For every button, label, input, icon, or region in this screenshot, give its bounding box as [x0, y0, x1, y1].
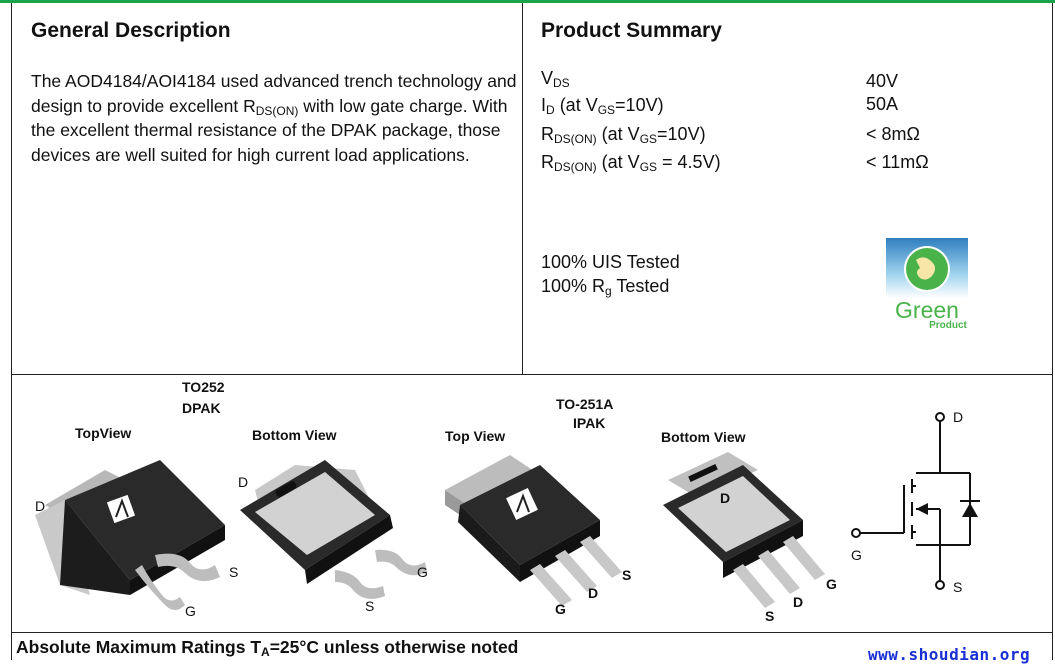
ipak-top-view-illustration — [445, 455, 622, 606]
dpak-bottomview-label: Bottom View — [252, 427, 337, 443]
dpak-top-pin-g: G — [185, 603, 196, 619]
ipak-top-pin-s: S — [622, 567, 632, 583]
ipak-topview-label: Top View — [445, 428, 506, 444]
dpak-label: DPAK — [182, 400, 221, 416]
svg-text:Green: Green — [895, 297, 959, 323]
dpak-bottom-view-illustration — [240, 460, 427, 599]
absolute-max-ratings-heading: Absolute Maximum Ratings TA=25°C unless … — [16, 637, 519, 659]
top-accent-line — [0, 0, 1055, 3]
to251a-label: TO-251A — [556, 396, 614, 412]
green-product-logo: Green Product — [886, 238, 968, 330]
ipak-bottom-pin-s: S — [765, 608, 775, 624]
dpak-top-pin-s: S — [229, 564, 239, 580]
schematic-pin-g: G — [851, 547, 862, 563]
watermark: www.shoudian.org — [868, 645, 1031, 664]
to252-label: TO252 — [182, 379, 225, 395]
dpak-bottom-pin-s: S — [365, 598, 375, 614]
general-description-title: General Description — [31, 19, 231, 42]
ipak-bottom-pin-d-tab: D — [720, 490, 731, 506]
svg-text:Product: Product — [929, 320, 967, 330]
ipak-bottom-view-illustration — [663, 452, 825, 608]
dpak-top-view-illustration — [35, 460, 225, 610]
frame-mid-h — [11, 374, 1053, 375]
frame-footer-h — [11, 632, 1053, 633]
frame-left — [11, 3, 12, 660]
rg-tested: 100% Rg Tested — [541, 276, 670, 298]
schematic-pin-s: S — [953, 579, 963, 595]
schematic-pin-d: D — [953, 409, 964, 425]
mosfet-schematic — [851, 412, 980, 590]
dpak-bottom-pin-d: D — [238, 474, 249, 490]
ipak-top-pin-g: G — [555, 601, 566, 617]
uis-tested: 100% UIS Tested — [541, 252, 680, 272]
general-description-text: The AOD4184/AOI4184 used advanced trench… — [31, 71, 517, 165]
dpak-topview-label: TopView — [75, 425, 132, 441]
dpak-bottom-pin-g: G — [417, 564, 428, 580]
product-summary-title: Product Summary — [541, 19, 722, 42]
frame-mid — [522, 3, 523, 375]
ipak-bottom-pin-d: D — [793, 594, 804, 610]
ipak-label: IPAK — [573, 415, 606, 431]
ipak-top-pin-d: D — [588, 585, 599, 601]
frame-right — [1052, 3, 1053, 660]
ipak-bottom-pin-g: G — [826, 576, 837, 592]
dpak-top-pin-d: D — [35, 498, 46, 514]
ipak-bottomview-label: Bottom View — [661, 429, 746, 445]
